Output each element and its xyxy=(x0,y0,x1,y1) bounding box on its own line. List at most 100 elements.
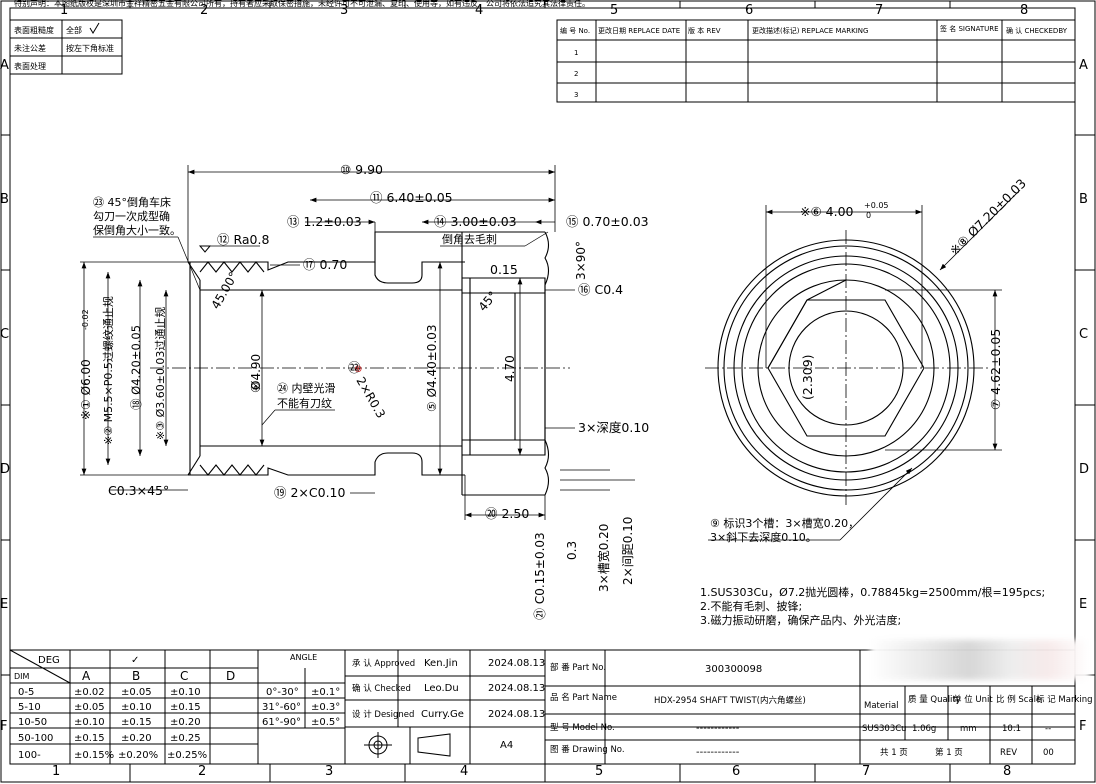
rev-col-check: 确 认 CHECKEDBY xyxy=(1006,26,1068,35)
grid-row-e-left: E xyxy=(0,597,8,612)
approved-label: 承 认 Approved xyxy=(352,658,415,669)
note-1: 1.SUS303Cu，Ø7.2抛光圆棒，0.78845kg=2500mm/根=1… xyxy=(700,585,1045,599)
quality-label: 质 量 Quality xyxy=(908,694,961,705)
grid-col-7: 7 xyxy=(875,3,883,18)
dim-17: ⑰ 0.70 xyxy=(303,257,347,272)
note-2: 2.不能有毛刺、披锋; xyxy=(700,599,802,613)
model-value: ------------ xyxy=(696,723,740,734)
tol-col-c: C xyxy=(180,669,188,683)
tol-row-2-range: 10-50 xyxy=(18,717,47,728)
approved-name: Ken.Jin xyxy=(424,658,458,669)
grid-col-4-bottom: 4 xyxy=(460,764,468,779)
designed-date: 2024.08.13 xyxy=(488,709,545,720)
grid-col-6-bottom: 6 xyxy=(732,764,740,779)
dim-3x90: 3×90° xyxy=(574,241,588,280)
dim-6: ※⑥ 4.00 xyxy=(800,204,854,219)
dim-3xdepth: 3×深度0.10 xyxy=(578,420,649,435)
tol-row-4-range: 100- xyxy=(18,750,41,761)
marking-value: -- xyxy=(1045,724,1051,734)
weight-value: 1.06g xyxy=(912,724,936,734)
checked-label: 确 认 Checked xyxy=(352,683,411,694)
dim-c03: C0.3×45° xyxy=(108,483,169,498)
angle-row-0-range: 0°-30° xyxy=(266,687,299,698)
material-value: SUS303Cu xyxy=(862,724,907,734)
grid-row-c-right: C xyxy=(1079,327,1088,342)
grid-col-1-bottom: 1 xyxy=(52,764,60,779)
tol-row-1-c: ±0.15 xyxy=(170,702,201,713)
pages-total: 共 1 页 xyxy=(880,748,908,758)
dim-03: 0.3 xyxy=(565,541,579,560)
general-notes: 1.SUS303Cu，Ø7.2抛光圆棒，0.78845kg=2500mm/根=1… xyxy=(700,585,1045,627)
tol-row-0-a: ±0.02 xyxy=(74,687,105,698)
dim-6-tol-up: +0.05 xyxy=(864,201,889,210)
pages-current: 第 1 页 xyxy=(935,747,963,758)
tol-row-4-b: ±0.20% xyxy=(118,750,158,761)
rev-value: 00 xyxy=(1043,748,1054,758)
angle-row-2-tol: ±0.5° xyxy=(311,717,340,728)
revision-table xyxy=(556,19,1076,103)
grid-col-6: 6 xyxy=(745,3,753,18)
dim-11: ⑪ 6.40±0.05 xyxy=(370,190,453,205)
note-23-line3: 保倒角大小一致。 xyxy=(93,223,181,237)
tol-row-1-a: ±0.05 xyxy=(74,702,105,713)
tol-row-4-a: ±0.15% xyxy=(74,750,114,761)
tol-row-0-c: ±0.10 xyxy=(170,687,201,698)
grid-col-7-bottom: 7 xyxy=(862,764,870,779)
dim-14: ⑭ 3.00±0.03 xyxy=(434,214,517,229)
tol-row-1-b: ±0.10 xyxy=(121,702,152,713)
note-deburr: 倒角去毛刺 xyxy=(442,233,497,246)
grid-row-f-right: F xyxy=(1079,719,1086,734)
paper-size: A4 xyxy=(500,740,513,751)
tol-corner-bottom: DIM xyxy=(14,672,30,681)
grid-row-f-left: F xyxy=(0,719,7,734)
rev-label: REV xyxy=(1000,748,1017,758)
dim-15: ⑮ 0.70±0.03 xyxy=(566,214,649,229)
dimension-lines-right xyxy=(708,189,1021,541)
title-block xyxy=(344,649,1076,765)
tol-row-2-b: ±0.15 xyxy=(121,717,152,728)
rev-col-no: 编 号 No. xyxy=(560,26,590,35)
part-no-label: 部 番 Part No. xyxy=(550,662,606,673)
note-23-line2: 勾刀一次成型确 xyxy=(93,209,170,223)
rev-col-date: 更改日期 REPLACE DATE xyxy=(598,26,680,35)
projection-symbol-icon xyxy=(364,732,451,758)
approved-date: 2024.08.13 xyxy=(488,658,545,669)
dim-4: ④ xyxy=(250,381,261,395)
dim-18: ⑱ Ø4.20±0.05 xyxy=(129,325,143,410)
note-9-line1: ⑨ 标识3个槽：3×槽宽0.20， xyxy=(710,516,859,530)
grid-col-8: 8 xyxy=(1020,3,1028,18)
grid-row-a-right: A xyxy=(1079,58,1088,73)
grid-col-3: 3 xyxy=(340,3,348,18)
dim-1: ※① Ø6.00 xyxy=(79,359,93,420)
drawing-value: ------------ xyxy=(696,747,740,758)
rev-row-1: 1 xyxy=(574,49,578,57)
note-3: 3.磁力振动研磨，确保产品内、外光洁度; xyxy=(700,613,901,627)
tol-row-1-range: 5-10 xyxy=(18,702,41,713)
angle-row-1-tol: ±0.3° xyxy=(311,702,340,713)
drawing-label: 图 番 Drawing No. xyxy=(550,744,625,755)
grid-col-5-bottom: 5 xyxy=(595,764,603,779)
tol-row-0-range: 0-5 xyxy=(18,687,34,698)
tol-col-a: A xyxy=(82,669,91,683)
roughness-check-icon xyxy=(89,22,100,34)
rev-col-ver: 版 本 REV xyxy=(688,26,721,35)
dim-22: ㉒ xyxy=(348,360,361,375)
grid-col-3-bottom: 3 xyxy=(325,764,333,779)
redacted-logo-area xyxy=(870,640,1090,680)
tol-row-2-a: ±0.10 xyxy=(74,717,105,728)
rev-col-desc: 更改描述(标记) REPLACE MARKING xyxy=(752,26,868,35)
dim-2309: (2.309) xyxy=(800,354,815,400)
rev-row-3: 3 xyxy=(574,91,578,99)
grid-row-d-right: D xyxy=(1079,462,1089,477)
angle-row-1-range: 31°-60° xyxy=(262,702,301,713)
designed-name: Curry.Ge xyxy=(421,709,464,720)
surface-table: 表面粗糙度 全部 未注公差 按左下角标准 表面处理 xyxy=(9,19,123,75)
revision-headers: 编 号 No. 更改日期 REPLACE DATE 版 本 REV 更改描述(标… xyxy=(560,24,1068,99)
tol-row-0-b: ±0.05 xyxy=(121,687,152,698)
grid-row-e-right: E xyxy=(1079,597,1087,612)
grid-col-8-bottom: 8 xyxy=(1003,764,1011,779)
surface-treatment-label: 表面处理 xyxy=(14,61,46,71)
rev-row-2: 2 xyxy=(574,70,578,78)
